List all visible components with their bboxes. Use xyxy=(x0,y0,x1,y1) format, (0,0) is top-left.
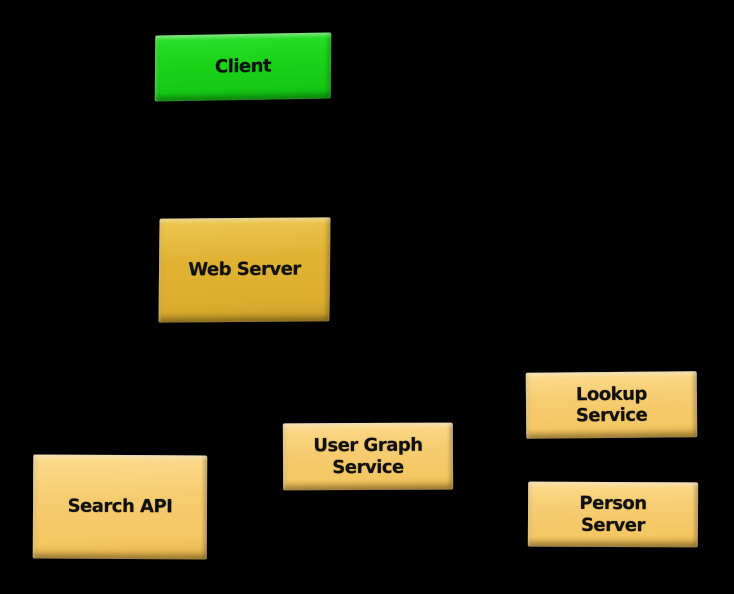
node-lookup-service: Lookup Service xyxy=(525,371,698,439)
node-search-api: Search API xyxy=(32,454,208,560)
node-user-graph-service: User Graph Service xyxy=(282,422,454,491)
node-person-server: Person Server xyxy=(527,481,699,548)
node-web-server: Web Server xyxy=(158,217,331,323)
node-client: Client xyxy=(154,32,332,102)
